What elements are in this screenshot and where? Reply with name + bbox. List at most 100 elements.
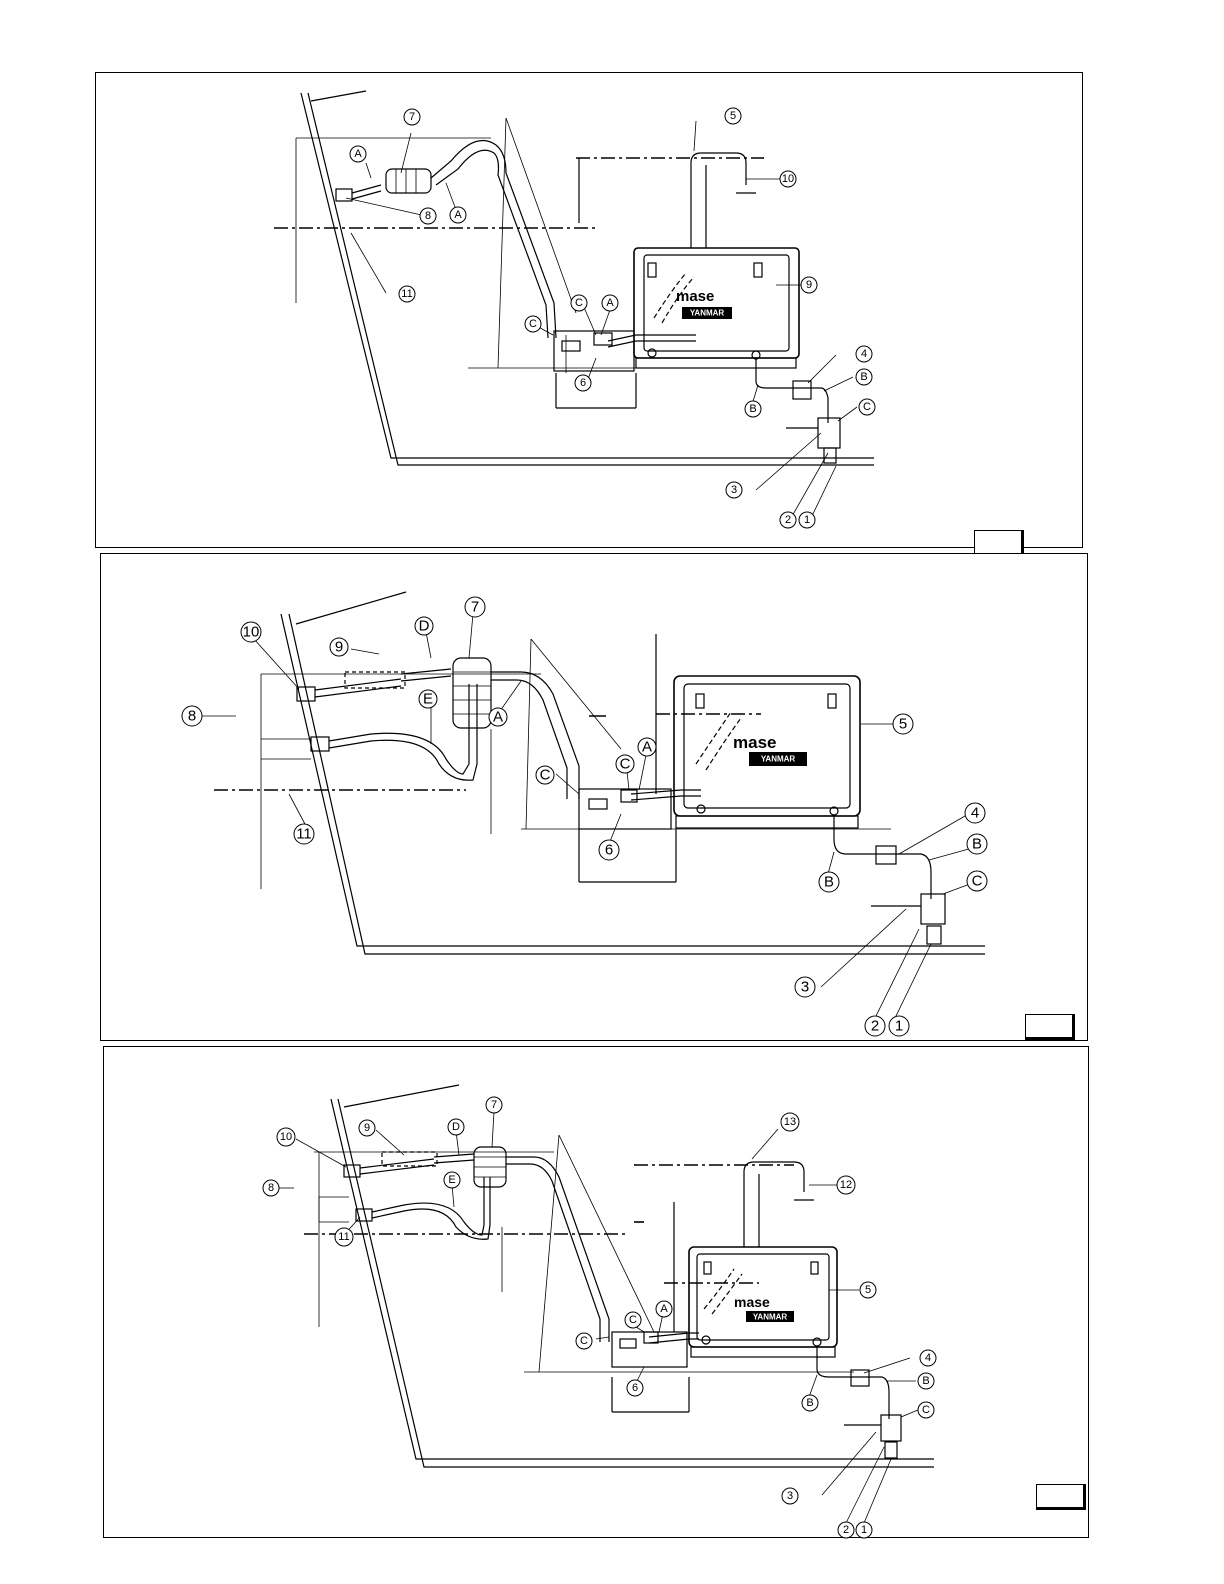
callout-label: A <box>493 709 503 726</box>
mase-logo: mase <box>733 733 776 752</box>
muffler <box>386 169 431 193</box>
dimension-line <box>344 1085 459 1107</box>
brand-logo: mase YANMAR <box>733 733 807 766</box>
callout-label: 2 <box>843 1524 849 1536</box>
seacock <box>818 418 840 448</box>
muffler <box>453 658 491 728</box>
hull-outline <box>331 1099 934 1459</box>
exhaust-hose <box>352 185 381 199</box>
figure-tag <box>1036 1484 1086 1510</box>
callout-label: 5 <box>899 716 907 733</box>
callout-label: C <box>540 767 551 784</box>
exhaust-hose <box>434 1154 474 1163</box>
installation-diagram-3: mase YANMAR <box>103 1046 1089 1538</box>
mase-logo: mase <box>734 1294 770 1310</box>
callout-label: 1 <box>804 514 810 526</box>
callout-label: D <box>452 1121 460 1133</box>
callout-label: 3 <box>731 484 737 496</box>
callout-label: 8 <box>188 708 196 725</box>
callout-label: 13 <box>784 1116 796 1128</box>
callout-label: 1 <box>861 1524 867 1536</box>
callout-label: B <box>922 1375 929 1387</box>
callout-label: B <box>806 1397 813 1409</box>
callout-label: 11 <box>338 1231 349 1243</box>
figure-tag <box>1025 1014 1075 1040</box>
diagram-1-drawing: mase YANMAR 7 A <box>96 73 1084 549</box>
callout-label: 10 <box>782 173 794 185</box>
callout-label: 1 <box>895 1018 903 1035</box>
callout-label: 5 <box>730 110 736 122</box>
hull-outline <box>301 93 874 458</box>
callout-label: 4 <box>861 348 867 360</box>
yanmar-badge: YANMAR <box>753 1313 788 1322</box>
callout-label: 10 <box>243 624 260 641</box>
vent-pipe <box>691 153 746 248</box>
callout-label: 9 <box>806 279 812 291</box>
callout-label: 11 <box>401 288 412 300</box>
callout-label: B <box>860 371 867 383</box>
callout-label: C <box>922 1404 930 1416</box>
callout-label: 7 <box>471 599 479 616</box>
callout-label: 3 <box>787 1490 793 1502</box>
callout-label: 12 <box>840 1179 852 1191</box>
callout-label: A <box>660 1303 668 1315</box>
yanmar-badge: YANMAR <box>761 755 796 764</box>
callout-label: B <box>749 403 756 415</box>
callout-label: C <box>972 873 983 890</box>
callout-label: 6 <box>580 377 586 389</box>
water-strainer <box>876 846 896 864</box>
exhaust-loop <box>506 1157 609 1342</box>
installation-diagram-2: mase YANMAR 10 <box>100 553 1088 1041</box>
callout-label: E <box>423 691 433 708</box>
callout-label: C <box>575 297 583 309</box>
hull-outline <box>281 614 985 946</box>
dimension-line <box>296 592 406 624</box>
exhaust-loop <box>491 672 579 799</box>
callout-label: C <box>620 756 631 773</box>
diagram-3-drawing: mase YANMAR <box>104 1047 1090 1539</box>
hull-inner <box>289 614 985 954</box>
callout-label: 8 <box>268 1182 274 1194</box>
callout-label: 4 <box>925 1352 931 1364</box>
brand-logo: mase YANMAR <box>734 1294 794 1322</box>
callout-label: 9 <box>364 1122 370 1134</box>
callout-label: 7 <box>491 1099 497 1111</box>
raw-water-hose <box>817 1347 889 1419</box>
callout-label: 6 <box>632 1382 638 1394</box>
exhaust-hose <box>401 669 451 681</box>
callout-label: C <box>863 401 871 413</box>
callout-label: 7 <box>409 111 415 123</box>
drain-hose <box>329 684 477 780</box>
callout-label: C <box>529 318 537 330</box>
callout-label: E <box>448 1174 455 1186</box>
callout-label: 11 <box>296 826 312 843</box>
callout-label: A <box>454 209 462 221</box>
callout-label: 5 <box>865 1284 871 1296</box>
callout-label: 9 <box>335 639 343 656</box>
callout-label: 10 <box>280 1131 292 1143</box>
dimension-line <box>311 91 366 101</box>
installation-diagram-1: mase YANMAR 7 A <box>95 72 1083 548</box>
callout-label: A <box>642 739 652 756</box>
callout-label: 6 <box>605 842 613 859</box>
vent-pipe <box>744 1162 804 1247</box>
callout-label: B <box>972 836 982 853</box>
callout-label: 3 <box>801 979 809 996</box>
callout-label: 2 <box>871 1018 879 1035</box>
callout-label: B <box>824 874 834 891</box>
brand-logo: mase YANMAR <box>676 288 732 319</box>
callout-label: C <box>629 1314 637 1326</box>
seacock <box>921 894 945 924</box>
mase-logo: mase <box>676 288 714 305</box>
exhaust-loop <box>431 141 556 338</box>
callout-label: A <box>606 297 614 309</box>
seacock <box>881 1415 901 1441</box>
callout-label: 4 <box>971 805 979 822</box>
callout-label: A <box>354 148 362 160</box>
callout-label: 2 <box>785 514 791 526</box>
drain-hose <box>372 1177 490 1239</box>
yanmar-badge: YANMAR <box>690 309 725 318</box>
water-strainer <box>793 381 811 399</box>
callout-label: 8 <box>425 210 431 222</box>
callout-label: C <box>580 1335 588 1347</box>
